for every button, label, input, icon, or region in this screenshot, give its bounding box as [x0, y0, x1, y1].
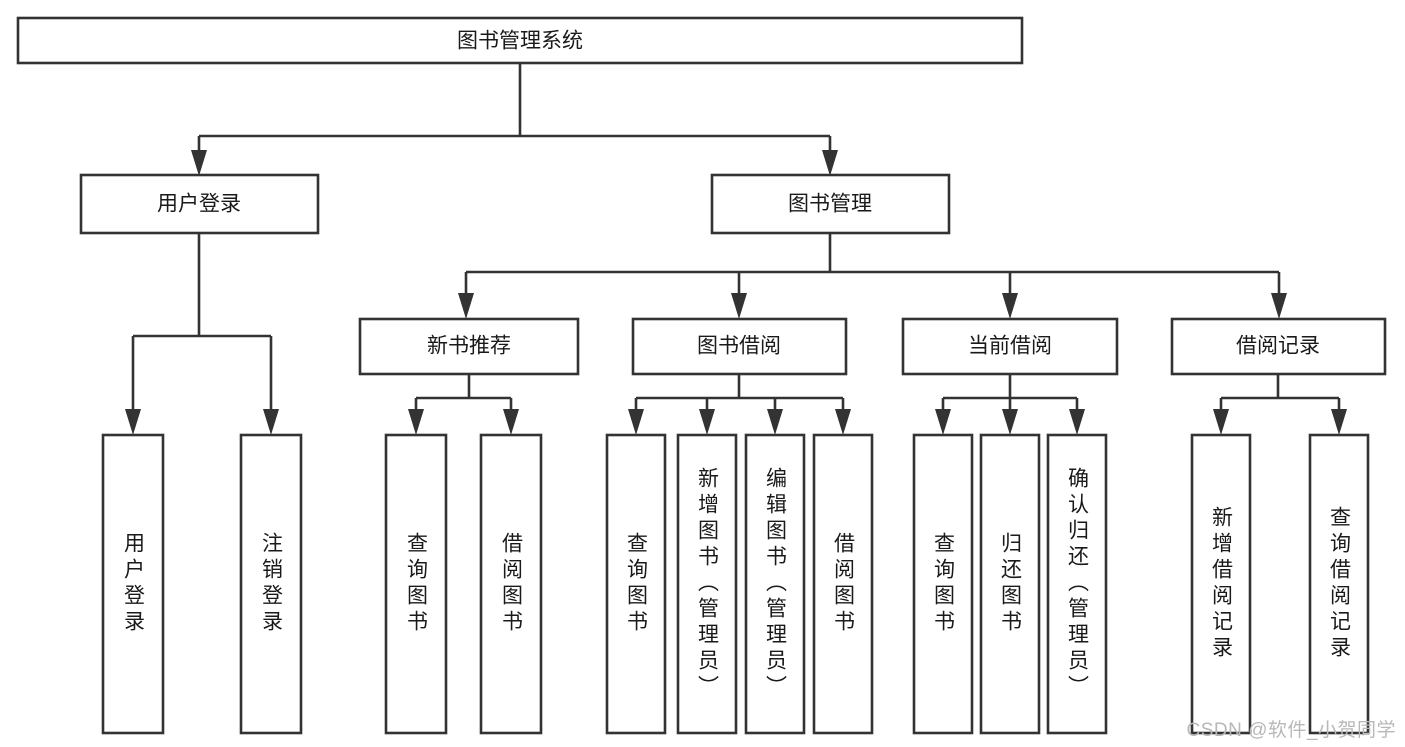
arrow-head-currentborrow-leaf-2 — [1002, 409, 1018, 435]
node-leaf-borrow-book-1[interactable] — [479, 433, 543, 735]
arrow-head-bookborrow-leaf-2 — [699, 409, 715, 435]
arrow-head-leaf-user-login — [125, 409, 141, 435]
node-book-borrow-label: 图书借阅 — [697, 335, 781, 358]
node-leaf-add-book-admin[interactable] — [676, 433, 738, 735]
arrow-head-borrowrecord-leaf-2 — [1331, 409, 1347, 435]
node-leaf-query-book-3[interactable] — [912, 433, 974, 735]
node-leaf-confirm-return-admin[interactable] — [1046, 433, 1108, 735]
arrow-head-book-borrow — [731, 293, 747, 319]
node-user-login[interactable] — [79, 173, 320, 235]
node-leaf-borrow-book-2[interactable] — [812, 433, 874, 735]
node-leaf-return-book[interactable] — [979, 433, 1041, 735]
arrow-head-newbook-leaf-1 — [408, 409, 424, 435]
node-root[interactable] — [16, 16, 1024, 65]
node-leaf-user-login[interactable] — [101, 433, 165, 735]
node-leaf-add-borrow-record[interactable] — [1190, 433, 1252, 735]
arrow-head-borrow-record — [1271, 293, 1287, 319]
arrow-head-bookborrow-leaf-3 — [767, 409, 783, 435]
node-new-book-recommend-label: 新书推荐 — [427, 335, 511, 358]
node-leaf-query-book-2[interactable] — [605, 433, 667, 735]
arrow-head-leaf-logout — [263, 409, 279, 435]
arrow-head-user-login — [191, 150, 207, 176]
node-borrow-record[interactable] — [1170, 317, 1387, 376]
node-leaf-logout-login[interactable] — [239, 433, 303, 735]
watermark-text: CSDN @软件_小贺同学 — [1186, 720, 1396, 741]
arrow-head-bookborrow-leaf-4 — [835, 409, 851, 435]
node-new-book-recommend[interactable] — [358, 317, 580, 376]
node-root-label: 图书管理系统 — [457, 30, 583, 53]
node-layer: 图书管理系统 用户登录 图书管理 新书推荐 图书借阅 当前借阅 借阅记录 — [16, 16, 1387, 735]
node-leaf-query-book-1[interactable] — [384, 433, 448, 735]
arrow-head-currentborrow-leaf-3 — [1069, 409, 1085, 435]
connector-layer — [125, 63, 1347, 435]
node-current-borrow-label: 当前借阅 — [968, 335, 1052, 358]
arrow-head-borrowrecord-leaf-1 — [1213, 409, 1229, 435]
arrow-head-newbook-leaf-2 — [503, 409, 519, 435]
node-leaf-query-borrow-record[interactable] — [1308, 433, 1370, 735]
arrow-head-current-borrow — [1002, 293, 1018, 319]
node-book-borrow[interactable] — [631, 317, 848, 376]
node-book-manage[interactable] — [710, 173, 951, 235]
node-user-login-label: 用户登录 — [157, 193, 241, 216]
node-borrow-record-label: 借阅记录 — [1236, 335, 1320, 358]
arrow-head-currentborrow-leaf-1 — [935, 409, 951, 435]
node-current-borrow[interactable] — [901, 317, 1119, 376]
arrow-head-bookborrow-leaf-1 — [628, 409, 644, 435]
node-book-manage-label: 图书管理 — [788, 193, 872, 216]
node-leaf-edit-book-admin[interactable] — [744, 433, 806, 735]
arrow-head-new-book — [458, 293, 474, 319]
arrow-head-book-manage — [822, 150, 838, 176]
